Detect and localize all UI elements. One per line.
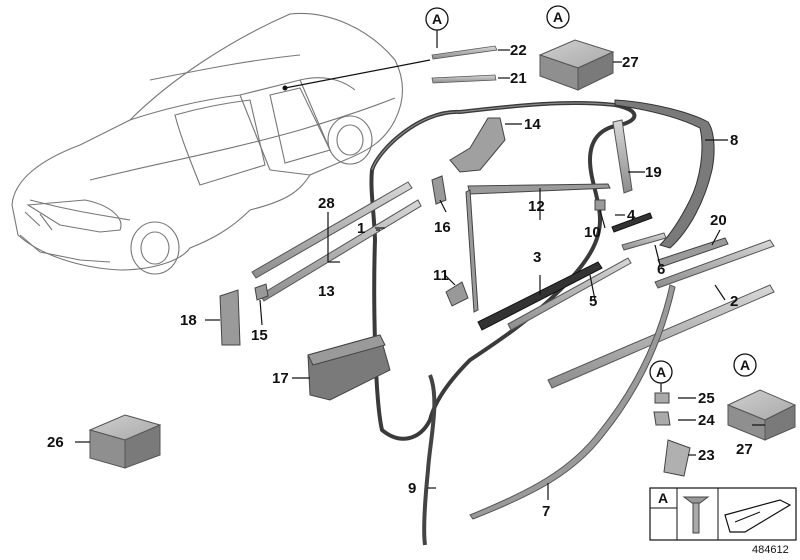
marker-a-label-top: A [432, 11, 442, 27]
callout-26: 26 [47, 434, 64, 451]
marker-a-circle-box-bottom [733, 353, 757, 377]
part-10-clip [594, 199, 606, 211]
callout-13: 13 [318, 283, 335, 300]
callout-11: 11 [433, 267, 449, 284]
marker-a-label-box-bottom: A [740, 357, 750, 373]
callout-14: 14 [524, 116, 541, 133]
callout-17: 17 [272, 370, 289, 387]
callout-22: 22 [510, 42, 527, 59]
legend-box: A [649, 487, 797, 541]
part-3-dark-strip [477, 261, 603, 331]
part-12-channel [467, 183, 611, 195]
part-7-trim-lower [469, 284, 676, 520]
callout-15: 15 [251, 327, 268, 344]
screw-icon [682, 496, 710, 534]
car-point-marker [282, 85, 288, 91]
callout-2: 2 [730, 293, 738, 310]
part-9-seal [422, 374, 437, 546]
callout-23: 23 [698, 447, 715, 464]
callout-16: 16 [434, 219, 451, 236]
callout-20: 20 [710, 212, 727, 229]
car-outline-icon [11, 12, 403, 275]
callout-24: 24 [698, 412, 715, 429]
part-26-box [88, 414, 162, 469]
callout-4: 4 [627, 207, 636, 224]
part-14-bracket [449, 117, 506, 173]
part-13-strip [259, 199, 422, 302]
callout-25: 25 [698, 390, 715, 407]
callout-21: 21 [510, 70, 527, 87]
leader-lines [75, 49, 765, 500]
part-27-box-bottom [726, 389, 797, 441]
marker-a-label-mid: A [656, 364, 666, 380]
callout-9: 9 [408, 480, 416, 497]
part-24-shape [653, 411, 671, 426]
callout-28: 28 [318, 195, 335, 212]
part-22-shape [431, 45, 498, 60]
callout-7: 7 [542, 503, 550, 520]
part-5-strip [507, 257, 632, 331]
legend-marker-a: A [658, 490, 668, 506]
callout-8: 8 [730, 132, 738, 149]
part-23-shape [663, 439, 691, 477]
callout-1: 1 [357, 220, 365, 237]
callout-27-bottom: 27 [736, 441, 753, 458]
callout-27-top: 27 [622, 54, 639, 71]
callout-19: 19 [645, 164, 662, 181]
reference-number: 484612 [752, 544, 789, 556]
part-25-shape [654, 392, 670, 404]
part-15-clip [254, 283, 269, 301]
part-21-shape [431, 74, 497, 84]
part-27-box-top [538, 39, 615, 91]
part-11-clip [445, 281, 469, 307]
callout-labels: 22 21 27 14 8 19 12 28 13 1 16 11 3 4 10… [47, 42, 753, 520]
callout-5: 5 [589, 293, 597, 310]
part-16-clip [431, 175, 447, 205]
car-leader-line [284, 59, 431, 89]
callout-12: 12 [528, 198, 545, 215]
marker-a-label-box-top: A [553, 9, 563, 25]
part-8-frame-seal [614, 99, 715, 249]
part-6-strip [621, 232, 667, 251]
part-2-strip [654, 239, 775, 289]
callout-10: 10 [584, 224, 601, 241]
callout-18: 18 [180, 312, 197, 329]
part-4-strip [611, 212, 653, 233]
part-7-strip-upper [547, 284, 775, 389]
callout-6: 6 [657, 261, 665, 278]
part-28-strip [251, 181, 413, 279]
callout-3: 3 [533, 249, 541, 266]
part-18-bracket [219, 289, 241, 346]
marker-a-circle-box-top [546, 5, 570, 29]
arrow-wedge-icon [724, 499, 792, 533]
part-19-strip [612, 119, 633, 194]
